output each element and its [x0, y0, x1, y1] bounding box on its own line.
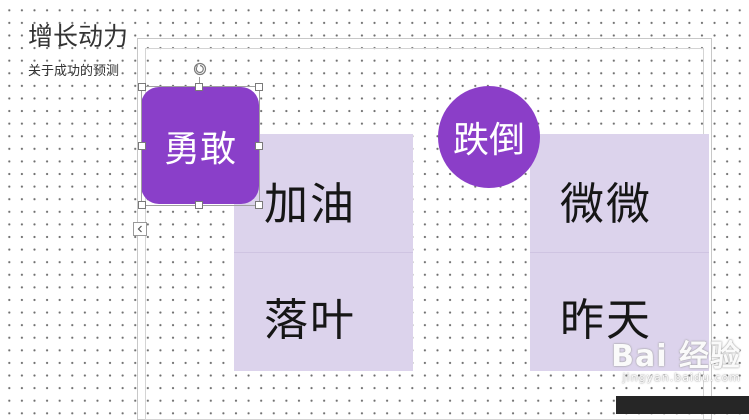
left-badge-label: 勇敢 [163, 128, 236, 170]
rotate-stem [199, 77, 200, 86]
resize-handle-left[interactable] [138, 142, 146, 150]
right-badge-label: 跌倒 [452, 120, 525, 161]
left-text-panel[interactable]: 加油 落叶 [234, 134, 413, 371]
panel-divider [530, 252, 709, 253]
right-badge-shape[interactable]: 跌倒 [438, 86, 540, 188]
selection-box [141, 86, 260, 206]
right-text-panel[interactable]: 微微 昨天 [530, 134, 709, 371]
resize-handle-right[interactable] [255, 142, 263, 150]
panel-divider [234, 252, 413, 253]
resize-handle-top-right[interactable] [255, 83, 263, 91]
resize-handle-bottom[interactable] [195, 201, 203, 209]
left-badge-shape[interactable]: 勇敢 [141, 87, 259, 204]
left-word-2[interactable]: 落叶 [264, 295, 356, 346]
rotate-handle-icon[interactable] [192, 61, 208, 77]
watermark-text: Bai 经验 [611, 339, 741, 374]
resize-handle-top-left[interactable] [138, 83, 146, 91]
taskbar-fragment [616, 396, 749, 414]
slide-subtitle[interactable]: 关于成功的预测 [28, 64, 120, 79]
right-word-1[interactable]: 微微 [560, 179, 652, 230]
watermark-url: jingyan.baidu.com [622, 371, 741, 384]
right-word-2[interactable]: 昨天 [560, 295, 652, 346]
watermark: Bai 经验 jingyan.baidu.com [611, 331, 741, 384]
resize-handle-bottom-left[interactable] [138, 201, 146, 209]
resize-handle-top[interactable] [195, 83, 203, 91]
slide-title[interactable]: 增长动力 [28, 22, 129, 51]
left-word-1[interactable]: 加油 [264, 179, 356, 230]
resize-handle-bottom-right[interactable] [255, 201, 263, 209]
collapse-arrow-icon[interactable] [133, 222, 147, 236]
